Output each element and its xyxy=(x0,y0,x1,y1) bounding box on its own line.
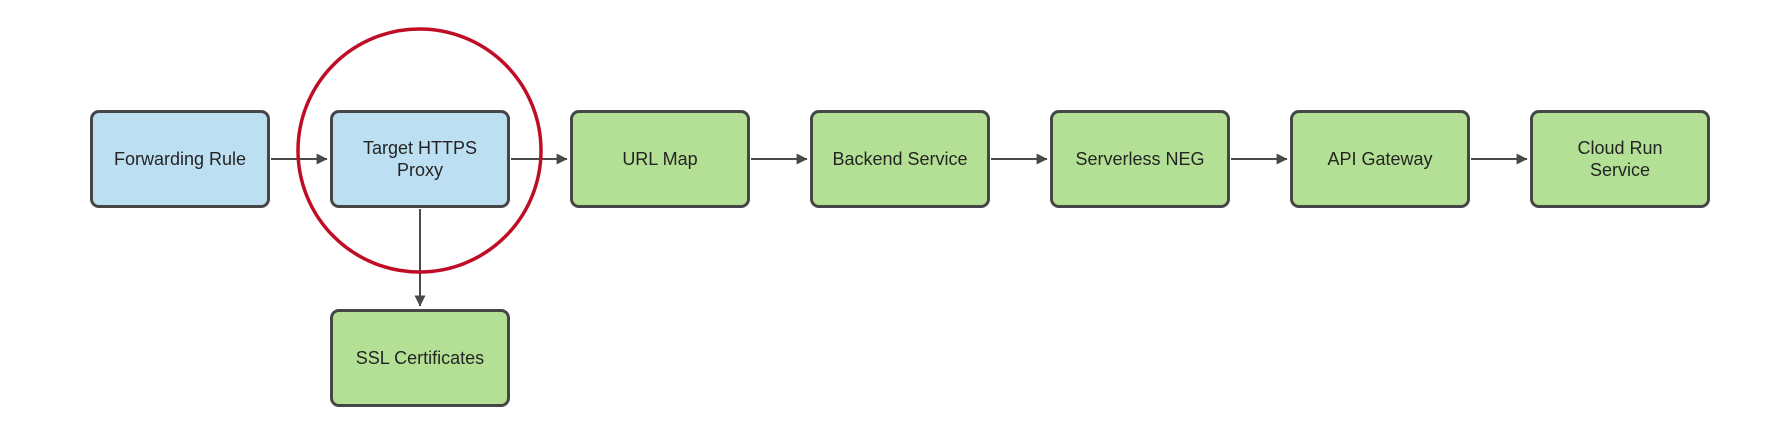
diagram-node-cloud-run-service: Cloud Run Service xyxy=(1530,110,1710,208)
diagram-node-label: API Gateway xyxy=(1327,149,1433,169)
diagram-node-ssl-certificates: SSL Certificates xyxy=(330,309,510,407)
diagram-node-label: Serverless NEG xyxy=(1075,149,1205,169)
diagram-node-target-https-proxy: Target HTTPS Proxy xyxy=(330,110,510,208)
diagram-node-label: Cloud Run Service xyxy=(1577,138,1663,180)
diagram-node-forwarding-rule: Forwarding Rule xyxy=(90,110,270,208)
diagram-node-label: SSL Certificates xyxy=(355,348,485,368)
diagram-node-url-map: URL Map xyxy=(570,110,750,208)
diagram-node-label: URL Map xyxy=(622,149,698,169)
diagram-node-label: Forwarding Rule xyxy=(113,149,247,169)
diagram-node-serverless-neg: Serverless NEG xyxy=(1050,110,1230,208)
diagram-node-backend-service: Backend Service xyxy=(810,110,990,208)
diagram-node-label: Target HTTPS Proxy xyxy=(362,138,478,180)
diagram-node-label: Backend Service xyxy=(832,149,968,169)
diagram-node-api-gateway: API Gateway xyxy=(1290,110,1470,208)
